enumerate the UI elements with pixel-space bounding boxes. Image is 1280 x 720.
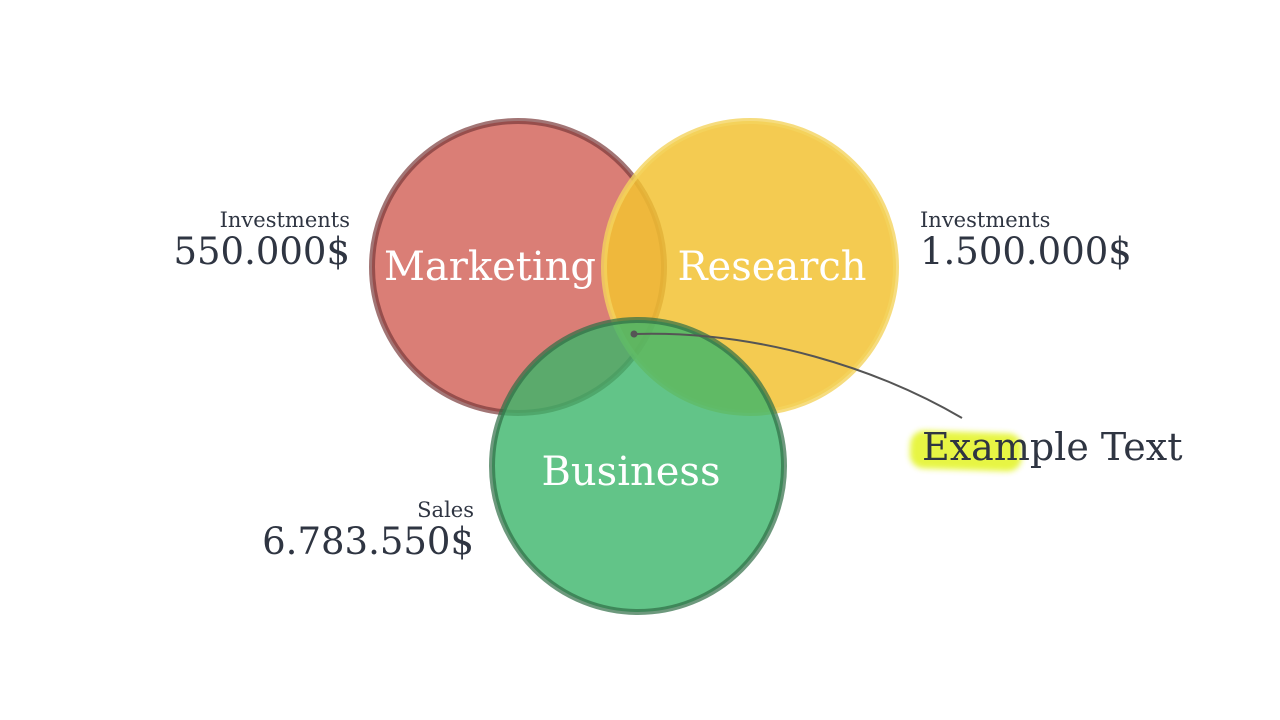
marketing-label: Marketing [384,244,596,290]
marketing-stat-label: Investments [219,208,350,232]
business-stat-value: 6.783.550$ [262,520,474,563]
research-stat-value: 1.500.000$ [920,230,1132,273]
marketing-stat: Investments 550.000$ [173,208,350,273]
research-stat: Investments 1.500.000$ [920,208,1132,273]
business-circle [489,317,787,615]
business-stat: Sales 6.783.550$ [262,498,474,563]
callout-dot [630,330,638,338]
marketing-stat-value: 550.000$ [173,230,350,273]
business-label: Business [542,449,721,495]
research-label: Research [677,244,866,290]
callout-line [633,332,963,419]
research-stat-label: Investments [920,208,1051,232]
callout-text: Example Text [922,425,1183,469]
business-stat-label: Sales [417,498,474,522]
